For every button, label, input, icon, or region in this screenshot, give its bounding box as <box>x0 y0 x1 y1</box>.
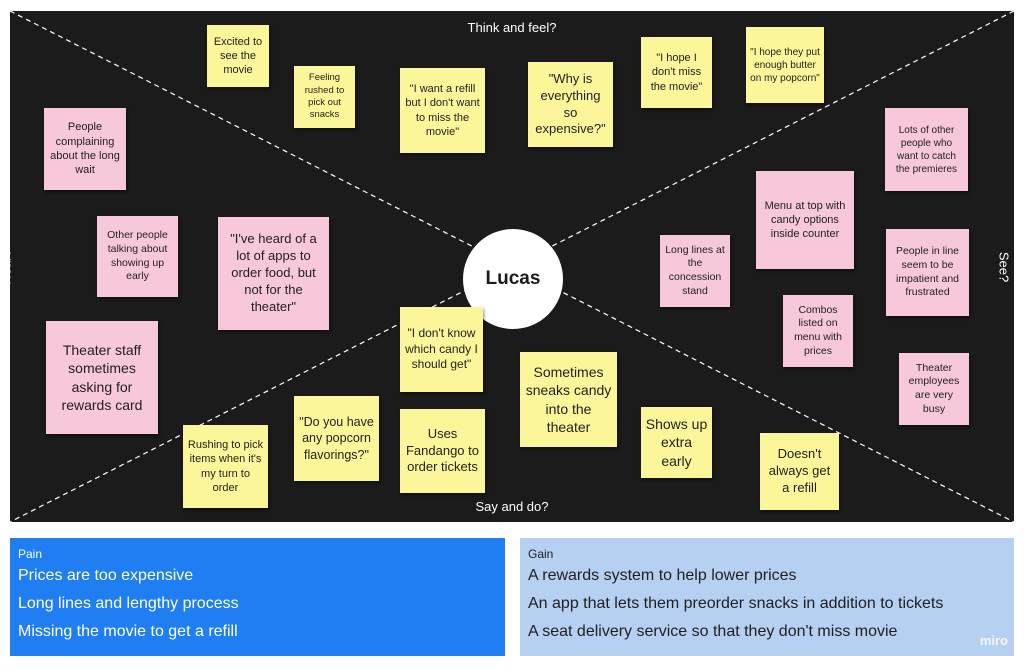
pain-panel: Pain Prices are too expensive Long lines… <box>10 538 505 656</box>
quadrant-label-see: See? <box>996 251 1012 283</box>
miro-watermark: miro <box>979 633 1008 648</box>
pain-item: Prices are too expensive <box>18 567 194 584</box>
gain-item: An app that lets them preorder snacks in… <box>528 595 944 612</box>
pain-title: Pain <box>18 547 43 561</box>
sticky-note[interactable]: Rushing to pick items when it's my turn … <box>183 425 268 508</box>
sticky-note[interactable]: Shows up extra early <box>641 407 712 478</box>
quadrant-label-think-feel: Think and feel? <box>467 20 557 35</box>
sticky-note[interactable]: "I hope I don't miss the movie" <box>641 37 712 108</box>
sticky-note[interactable]: People in line seem to be impatient and … <box>886 229 969 316</box>
sticky-note[interactable]: Sometimes sneaks candy into the theater <box>520 352 617 447</box>
sticky-note[interactable]: "Why is everything so expensive?" <box>528 62 613 147</box>
persona-name: Lucas <box>485 268 541 289</box>
sticky-note[interactable]: Excited to see the movie <box>207 25 269 87</box>
quadrant-label-say-do: Say and do? <box>475 499 549 514</box>
sticky-note[interactable]: Menu at top with candy options inside co… <box>756 171 854 269</box>
sticky-note[interactable]: "I want a refill but I don't want to mis… <box>400 68 485 153</box>
sticky-note[interactable]: Theater employees are very busy <box>899 353 969 425</box>
sticky-note[interactable]: Theater staff sometimes asking for rewar… <box>46 321 158 434</box>
sticky-note[interactable]: Combos listed on menu with prices <box>783 295 853 367</box>
sticky-note[interactable]: "Do you have any popcorn flavorings?" <box>294 396 379 481</box>
gain-item: A seat delivery service so that they don… <box>528 623 898 640</box>
gain-title: Gain <box>528 547 554 561</box>
sticky-note[interactable]: Lots of other people who want to catch t… <box>885 108 968 191</box>
quadrant-label-hear: Hear? <box>0 249 14 285</box>
sticky-note[interactable]: "I've heard of a lot of apps to order fo… <box>218 217 329 330</box>
sticky-note[interactable]: "I hope they put enough butter on my pop… <box>746 27 824 103</box>
pain-item: Missing the movie to get a refill <box>18 623 238 640</box>
pain-item: Long lines and lengthy process <box>18 595 239 612</box>
sticky-note[interactable]: Feeling rushed to pick out snacks <box>294 66 355 128</box>
sticky-note[interactable]: "I don't know which candy I should get" <box>400 307 483 392</box>
sticky-note[interactable]: Long lines at the concession stand <box>660 235 730 307</box>
empathy-map-board: Think and feel? Say and do? Hear? See? L… <box>0 11 1014 522</box>
persona-circle[interactable]: Lucas <box>463 229 563 329</box>
sticky-note[interactable]: Other people talking about showing up ea… <box>97 216 178 297</box>
sticky-note[interactable]: Uses Fandango to order tickets <box>400 409 485 493</box>
gain-panel: Gain A rewards system to help lower pric… <box>520 538 1014 656</box>
quadrant-divider-lines <box>10 11 1014 522</box>
sticky-note[interactable]: Doesn't always get a refill <box>760 433 839 510</box>
gain-item: A rewards system to help lower prices <box>528 567 797 584</box>
sticky-note[interactable]: People complaining about the long wait <box>44 108 126 190</box>
